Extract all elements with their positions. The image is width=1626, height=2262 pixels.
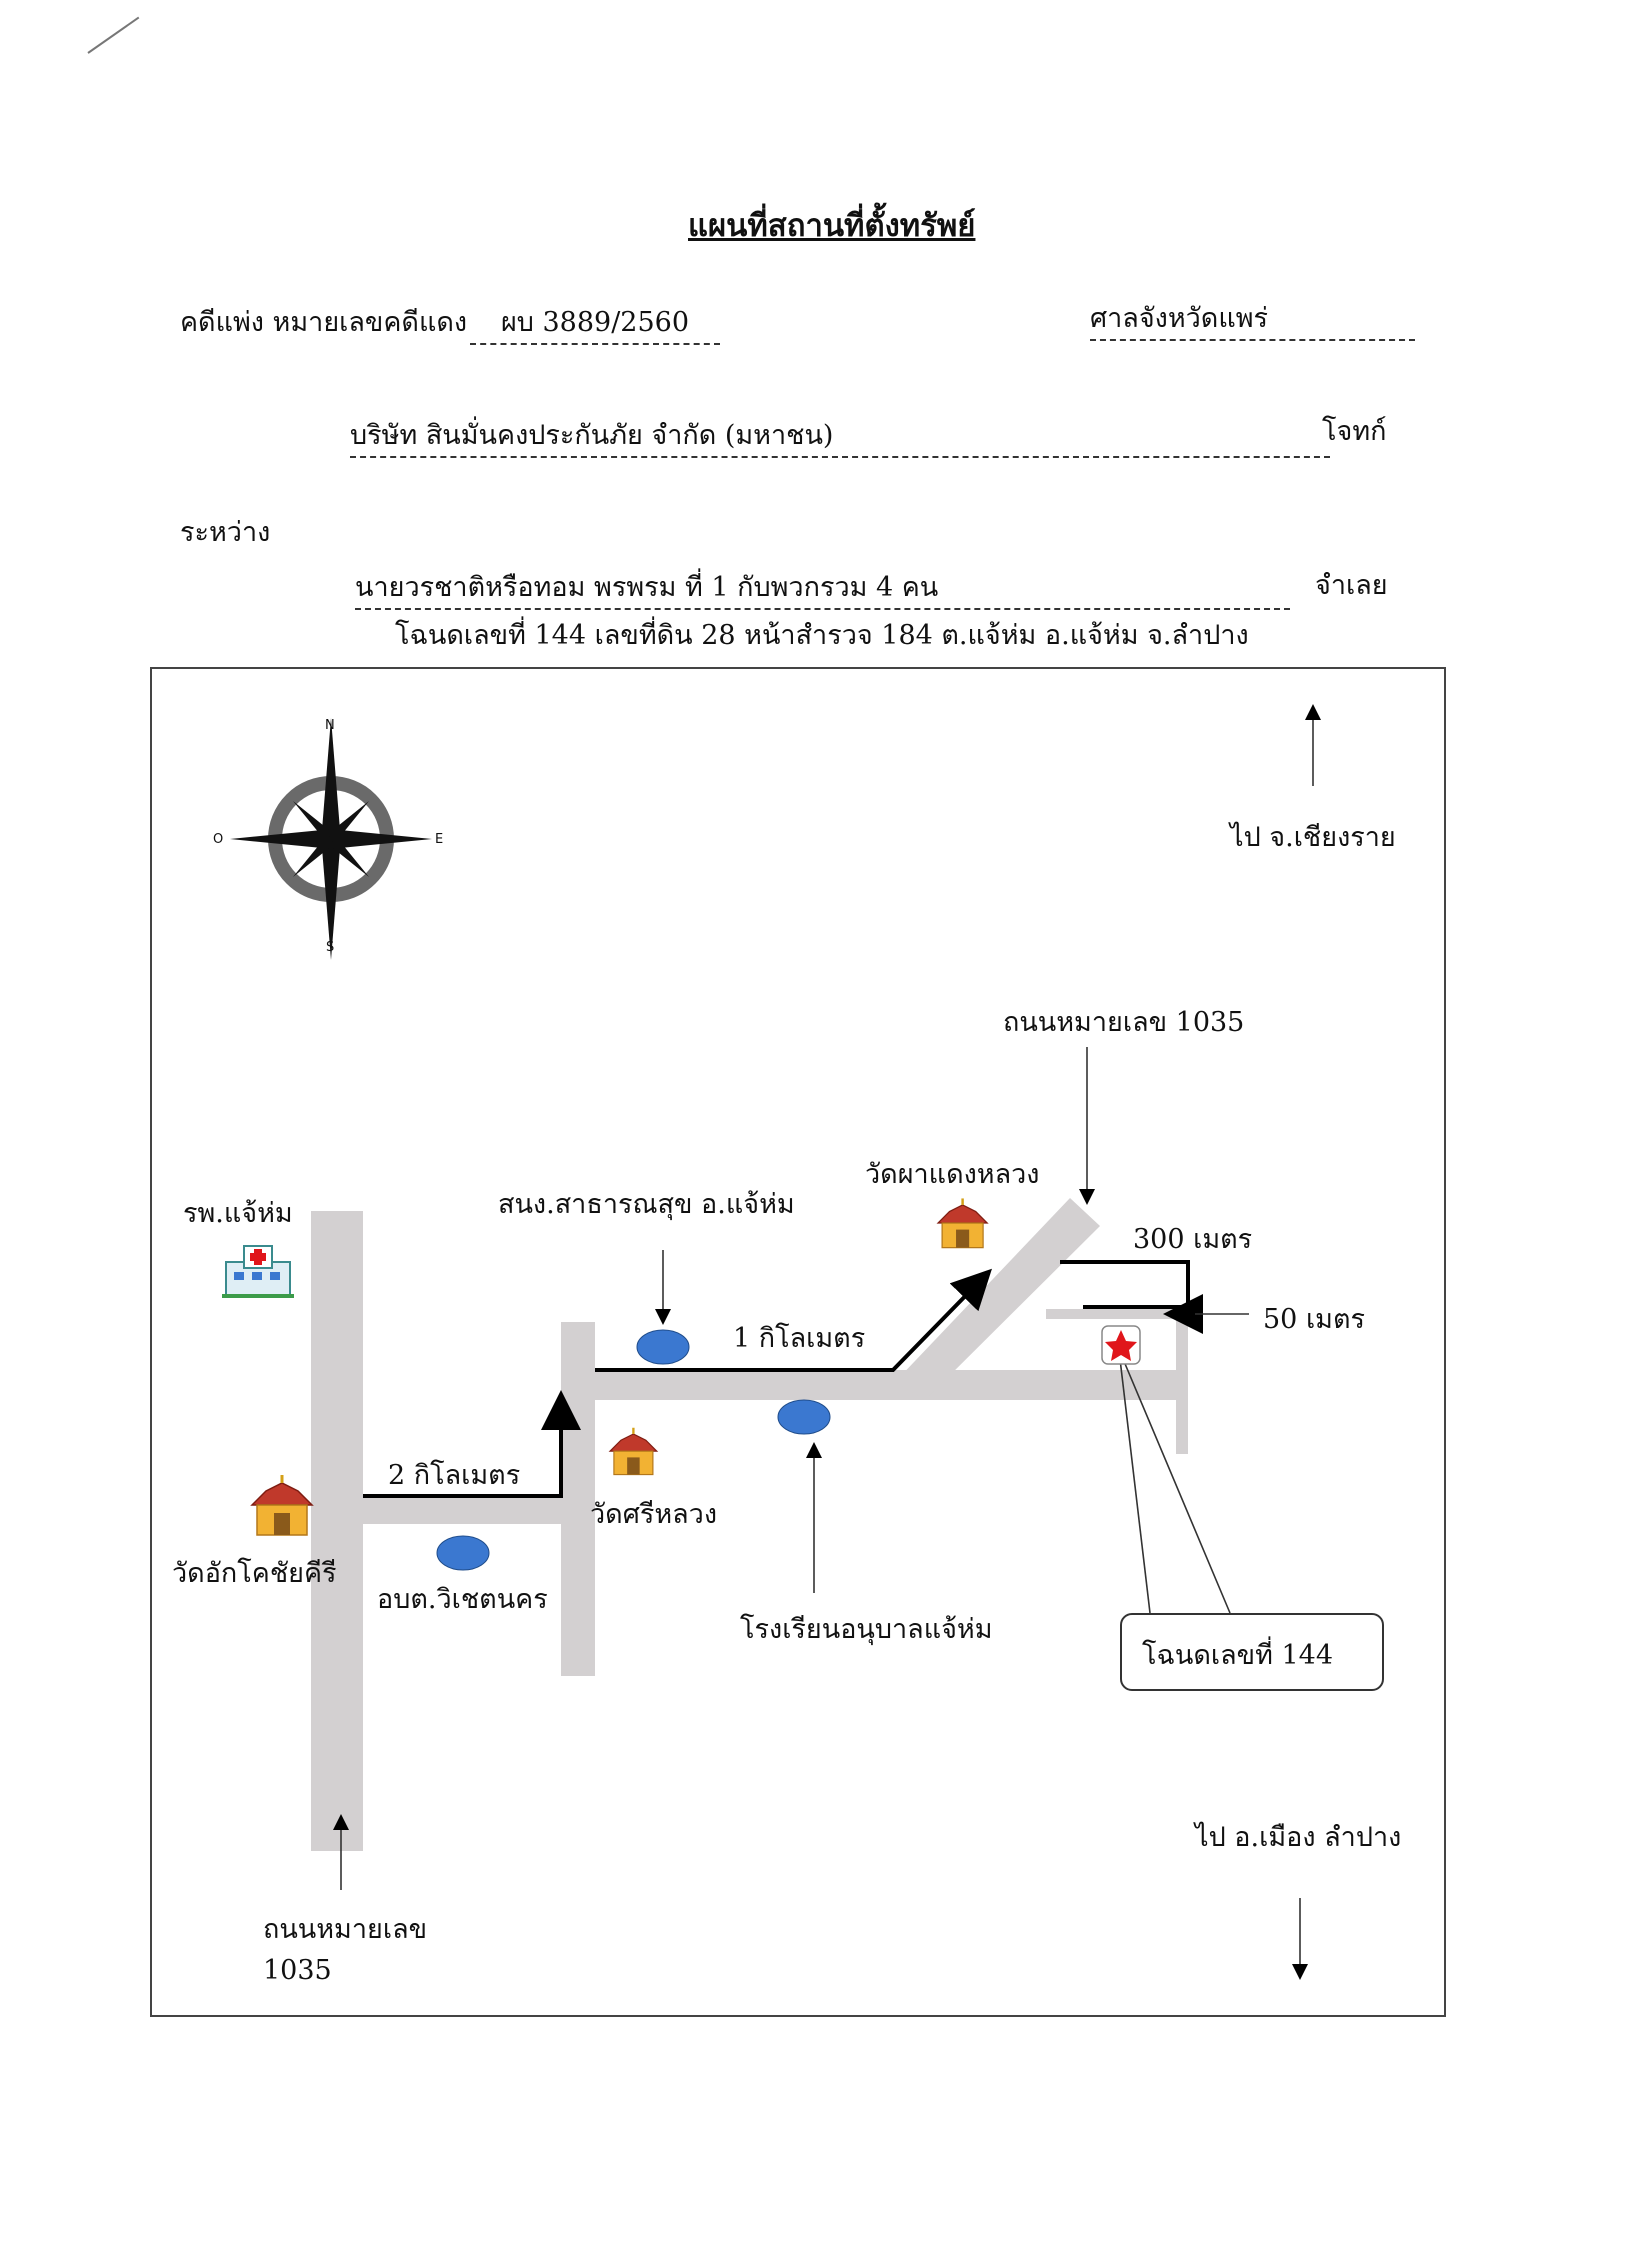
label-road-1035-top: ถนนหมายเลข 1035 [1003,1007,1245,1038]
temple-icon [250,1475,314,1536]
roads [311,1198,1188,1851]
route-arrow-northeast [595,1268,992,1372]
label-to-chiang-rai: ไป จ.เชียงราย [1230,822,1396,853]
temple-icon [608,1427,659,1476]
hospital-icon [222,1245,294,1298]
star-icon [1101,1325,1141,1365]
deed-details: โฉนดเลขที่ 144 เลขที่ดิน 28 หน้าสำรวจ 18… [395,620,1249,651]
between-label: ระหว่าง [180,517,271,548]
label-distance-2km: 2 กิโลเมตร [388,1460,521,1491]
road-segment-east [595,1370,1185,1400]
page-title: แผนที่สถานที่ตั้งทรัพย์ [688,208,976,244]
route [363,1260,1203,1498]
route-arrow-property [1060,1260,1203,1334]
landmark-dot-kindergarten [777,1399,831,1435]
compass-east: E [435,832,444,847]
label-road-1035-bottom: ถนนหมายเลข [263,1914,428,1945]
case-prefix: คดีแพ่ง หมายเลขคดีแดง [180,307,468,338]
label-distance-50m: 50 เมตร [1263,1304,1366,1335]
label-distance-1km: 1 กิโลเมตร [733,1323,866,1354]
road-segment-west [363,1496,563,1524]
compass-south: S [326,940,335,955]
defendant-role: จำเลย [1315,570,1388,601]
compass-icon [230,718,432,960]
compass-north: N [325,718,335,733]
label-sao: อบต.วิเชตนคร [377,1584,548,1615]
label-to-lampang: ไป อ.เมือง ลำปาง [1195,1822,1402,1853]
route-arrow-north [363,1390,581,1498]
defendant-name: นายวรชาติหรือทอม พรพรม ที่ 1 กับพวกรวม 4… [355,565,1290,610]
court-name: ศาลจังหวัดแพร่ [1090,296,1415,341]
road-vertical-middle [561,1322,595,1676]
road-side-lane [1176,1310,1188,1454]
plaintiff-role: โจทก์ [1322,416,1387,447]
deed-callout-label: โฉนดเลขที่ 144 [1142,1640,1334,1671]
compass-west: O [213,832,224,847]
label-kindergarten: โรงเรียนอนุบาลแจ้ห่ม [740,1614,993,1645]
road-diagonal [895,1198,1100,1400]
label-wat-akhot: วัดอักโคชัยคีรี [172,1558,337,1589]
road-1035 [311,1211,363,1851]
label-wat-pha-daeng: วัดผาแดงหลวง [865,1159,1040,1190]
plaintiff-name: บริษัท สินมั่นคงประกันภัย จำกัด (มหาชน) [350,413,1330,458]
road-side-branch [1046,1309,1176,1319]
temple-icon [936,1198,989,1249]
label-wat-si-luang: วัดศรีหลวง [590,1499,718,1530]
landmark-dot-health-office [636,1329,690,1365]
case-number: ผบ 3889/2560 [470,300,720,345]
label-road-1035-bottom-number: 1035 [263,1955,332,1986]
deed-callout: โฉนดเลขที่ 144 [1120,1613,1384,1691]
label-distance-300m: 300 เมตร [1133,1224,1253,1255]
location-map [150,667,1446,2017]
pointer-lines [333,704,1321,1980]
label-hospital: รพ.แจ้ห่ม [183,1198,293,1229]
label-health-office: สนง.สาธารณสุข อ.แจ้ห่ม [498,1189,795,1220]
landmark-dot-sao [436,1535,490,1571]
